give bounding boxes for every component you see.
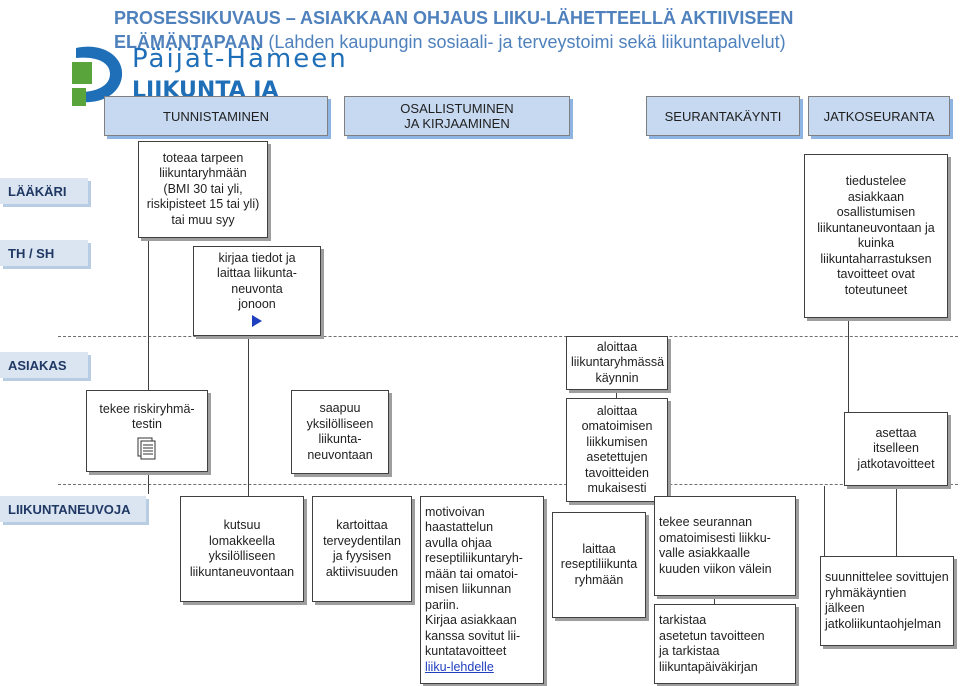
title-line-2: ELÄMÄNTAPAAN (Lahden kaupungin sosiaali-… xyxy=(114,30,954,54)
connector-kirjaa-down xyxy=(248,336,249,496)
connector-toteaa-down xyxy=(148,238,149,494)
box-saapuu-text: saapuu yksilölliseen liikunta- neuvontaa… xyxy=(306,401,374,462)
document-icon[interactable] xyxy=(137,437,157,461)
logo-mark-icon xyxy=(72,46,123,106)
box-kutsuu: kutsuu lomakkeella yksilölliseen liikunt… xyxy=(180,496,304,602)
title-line-1: PROSESSIKUVAUS – ASIAKKAAN OHJAUS LIIKU-… xyxy=(114,8,794,28)
box-tiedustelee: tiedustelee asiakkaan osallistumisen lii… xyxy=(804,154,948,318)
box-kartoittaa: kartoittaa terveydentilan ja fyysisen ak… xyxy=(312,496,412,602)
box-kartoittaa-text: kartoittaa terveydentilan ja fyysisen ak… xyxy=(323,518,401,579)
phase-osallistuminen: OSALLISTUMINEN JA KIRJAAMINEN xyxy=(344,96,570,136)
phase-jatkoseuranta: JATKOSEURANTA xyxy=(808,96,950,136)
connector-asettaa-down xyxy=(896,486,897,556)
box-asettaa-jatkotavoitteet: asettaa itselleen jatkotavoitteet xyxy=(844,412,948,486)
role-th-sh: TH / SH xyxy=(0,240,88,266)
box-kutsuu-text: kutsuu lomakkeella yksilölliseen liikunt… xyxy=(189,518,295,579)
box-kirjaa-tiedot: kirjaa tiedot ja laittaa liikunta- neuvo… xyxy=(193,246,321,336)
liiku-lehti-link[interactable]: liiku-lehdelle xyxy=(425,659,494,674)
connector-asettaa-suunnittelee xyxy=(824,486,825,566)
box-asettaa-jatkotavoitteet-text: asettaa itselleen jatkotavoitteet xyxy=(857,425,935,471)
box-tarkistaa: tarkistaa asetetun tavoitteen ja tarkist… xyxy=(654,604,796,684)
page-title: PROSESSIKUVAUS – ASIAKKAAN OHJAUS LIIKU-… xyxy=(114,6,954,54)
box-tarkistaa-text: tarkistaa asetetun tavoitteen ja tarkist… xyxy=(659,613,765,674)
box-laittaa-ryhmaan: laittaa reseptiliikunta ryhmään xyxy=(552,512,646,618)
lane-divider-asiakas xyxy=(58,336,958,337)
box-aloittaa-omatoimisen-text: aloittaa omatoimisen liikkumisen asetett… xyxy=(581,403,653,496)
box-laittaa-ryhmaan-text: laittaa reseptiliikunta ryhmään xyxy=(560,541,638,587)
connector-ryhma-down xyxy=(616,390,617,398)
role-laakari: LÄÄKÄRI xyxy=(0,178,88,204)
role-asiakas: ASIAKAS xyxy=(0,352,88,378)
box-tekee-riskiryhmatestin: tekee riskiryhmä- testin xyxy=(86,390,208,472)
box-toteaa-tarpeen-text: toteaa tarpeen liikuntaryhmään (BMI 30 t… xyxy=(146,150,260,227)
title-line-2-bold: ELÄMÄNTAPAAN xyxy=(114,32,264,52)
lane-divider-liikuntaneuvoja xyxy=(58,484,958,485)
box-tekee-seurannan-text: tekee seurannan omatoimisesti liikku- va… xyxy=(659,515,772,576)
phase-seurantakaynti: SEURANTAKÄYNTI xyxy=(646,96,800,136)
box-aloittaa-kaynnin-text: aloittaa liikuntaryhmässä käynnin xyxy=(571,339,665,385)
logo-text-line-1: Päijät-Hämeen xyxy=(132,44,348,74)
box-saapuu: saapuu yksilölliseen liikunta- neuvontaa… xyxy=(291,390,389,474)
phase-tunnistaminen: TUNNISTAMINEN xyxy=(104,96,328,136)
box-motivoivan-haastattelun: motivoivan haastattelun avulla ohjaa res… xyxy=(420,496,544,684)
box-tiedustelee-text: tiedustelee asiakkaan osallistumisen lii… xyxy=(817,174,935,297)
box-suunnittelee-text: suunnittelee sovittujen ryhmäkäyntien jä… xyxy=(825,570,949,631)
box-kirjaa-tiedot-text: kirjaa tiedot ja laittaa liikunta- neuvo… xyxy=(217,250,297,312)
connector-seuranta-tarkistaa xyxy=(714,596,715,608)
box-aloittaa-omatoimisen: aloittaa omatoimisen liikkumisen asetett… xyxy=(566,398,668,502)
title-line-2-rest: (Lahden kaupungin sosiaali- ja terveysto… xyxy=(263,32,786,52)
box-motivoivan-haastattelun-text: motivoivan haastattelun avulla ohjaa res… xyxy=(425,504,523,659)
box-tekee-seurannan: tekee seurannan omatoimisesti liikku- va… xyxy=(654,496,796,596)
box-toteaa-tarpeen: toteaa tarpeen liikuntaryhmään (BMI 30 t… xyxy=(138,141,268,238)
box-aloittaa-kaynnin: aloittaa liikuntaryhmässä käynnin xyxy=(566,336,668,390)
box-tekee-riskiryhmatestin-text: tekee riskiryhmä- testin xyxy=(99,401,195,432)
box-suunnittelee: suunnittelee sovittujen ryhmäkäyntien jä… xyxy=(820,556,954,646)
role-liikuntaneuvoja: LIIKUNTANEUVOJA xyxy=(0,496,146,522)
play-icon[interactable] xyxy=(198,313,316,332)
connector-tiedustelee-down xyxy=(848,318,849,422)
